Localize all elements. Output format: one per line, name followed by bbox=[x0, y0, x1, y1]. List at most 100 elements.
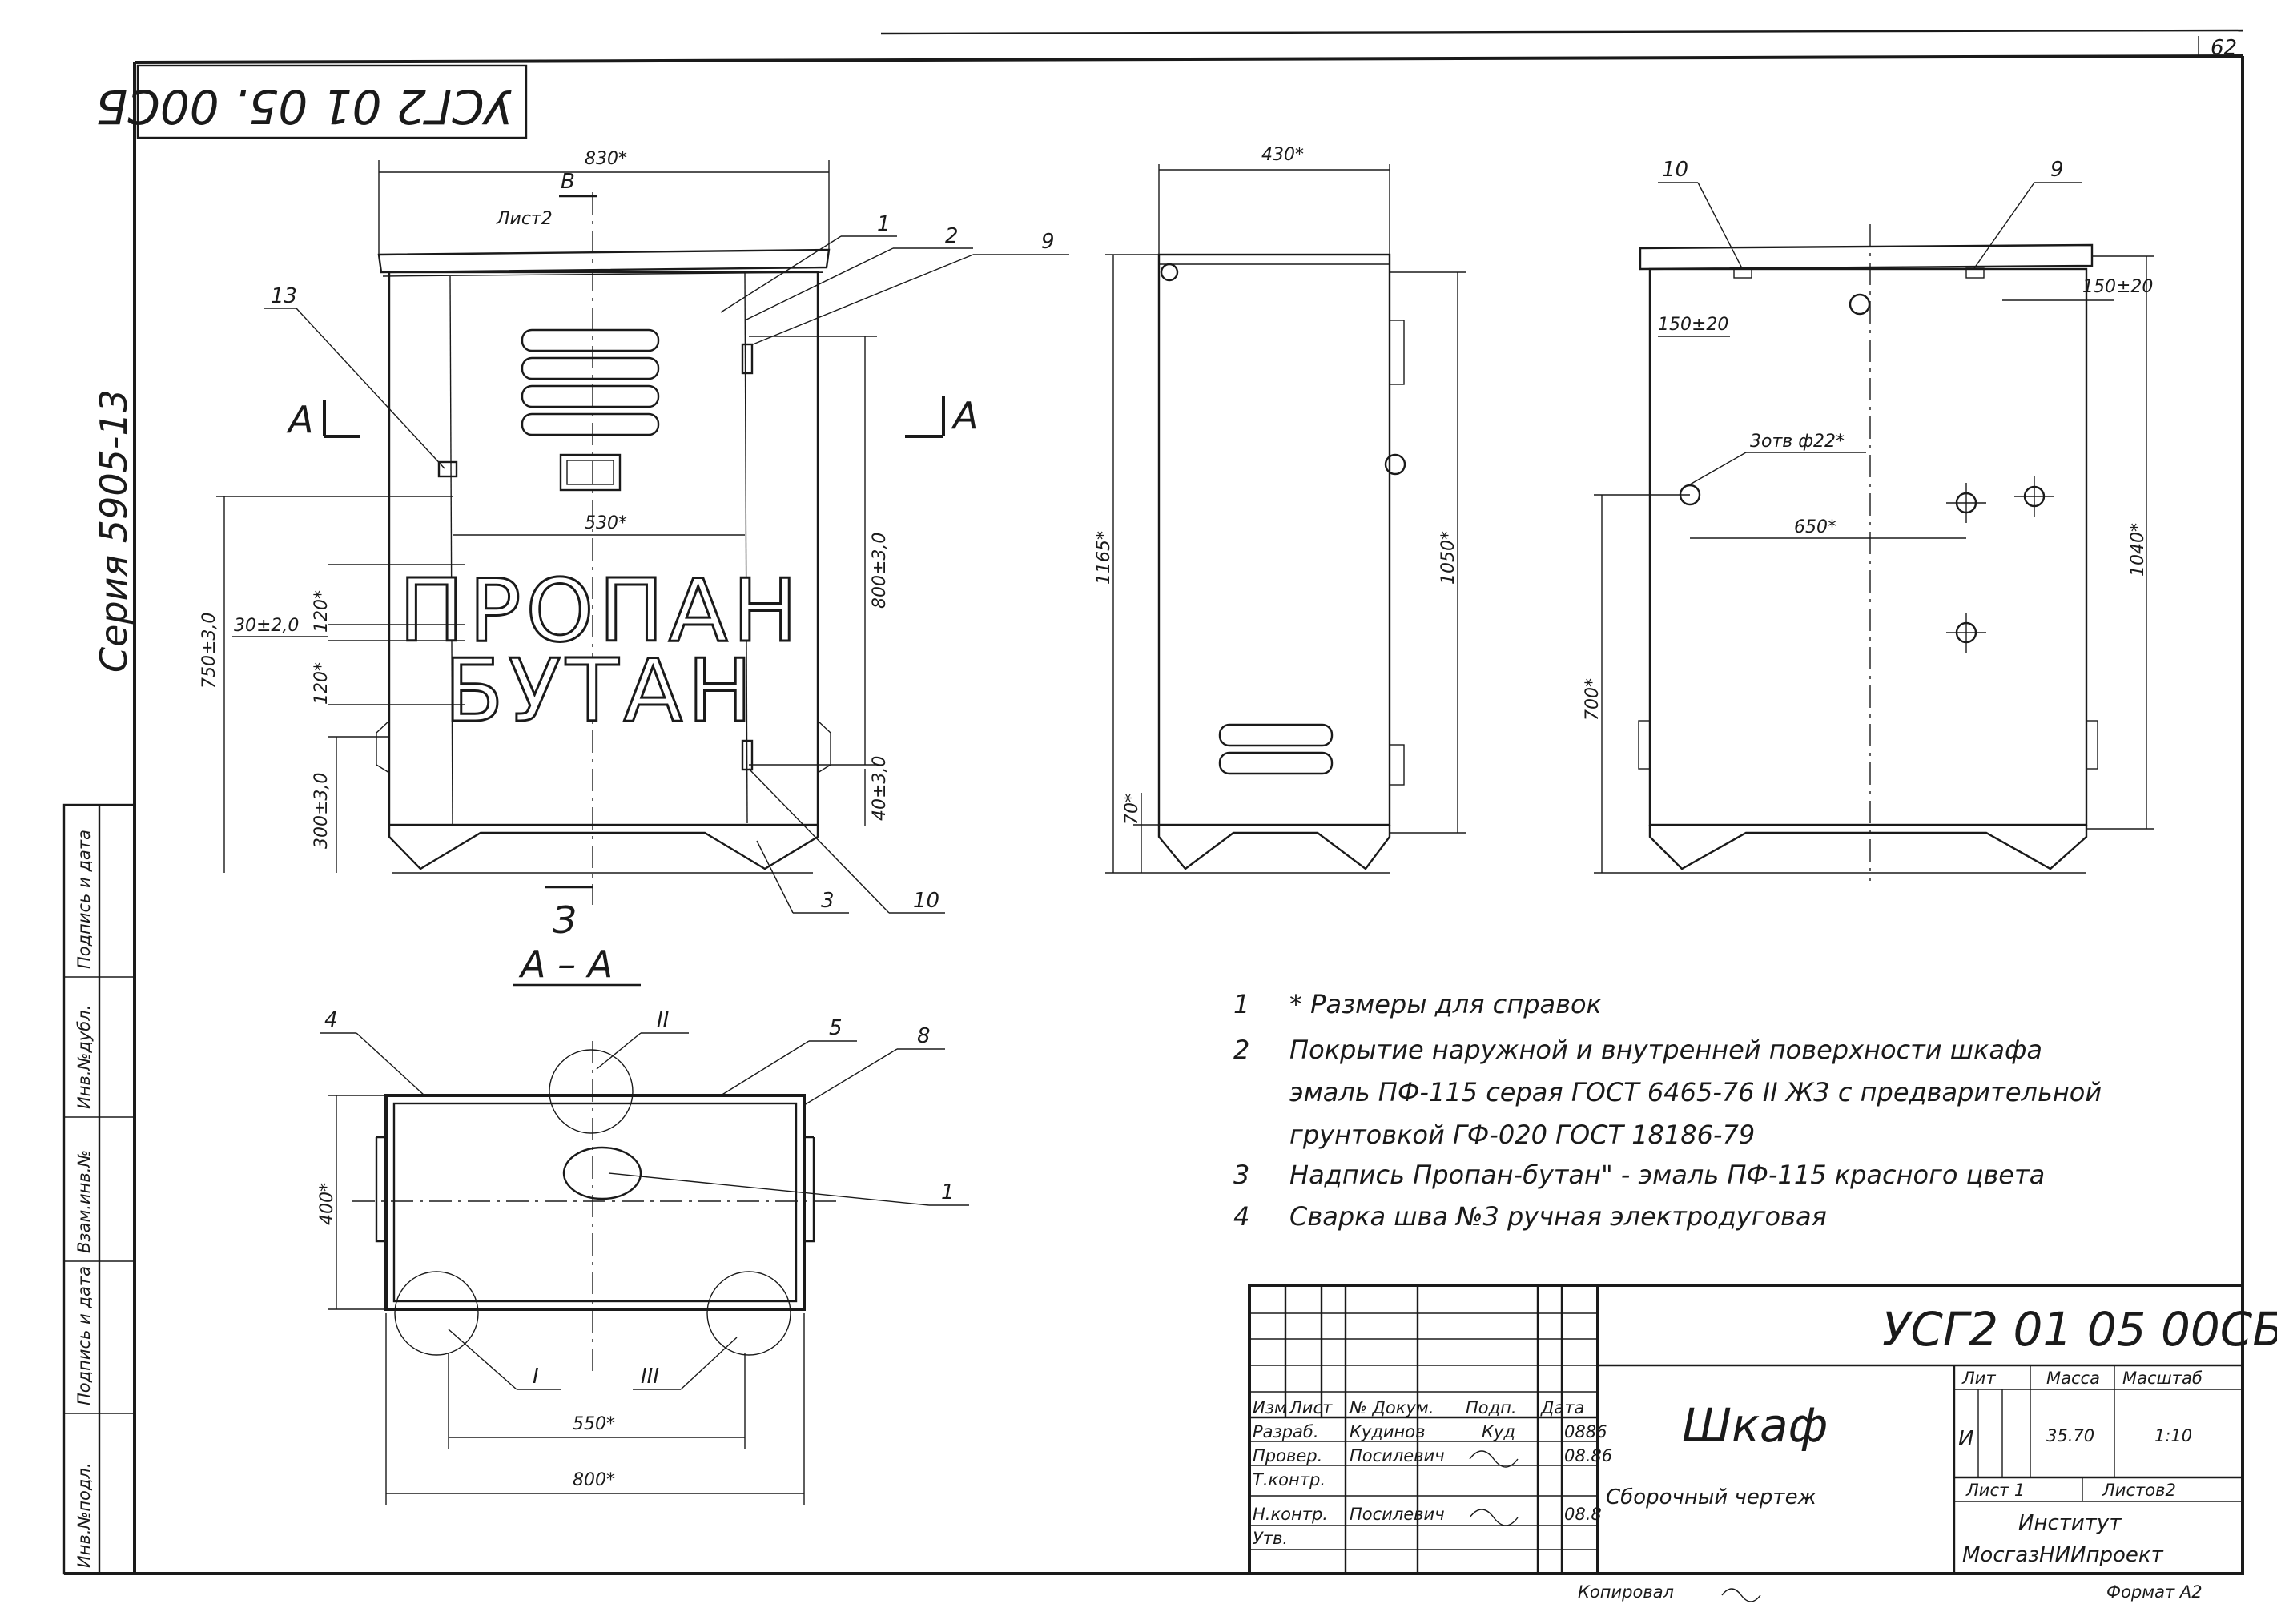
side-col-4: Инв.№дубл. bbox=[74, 1005, 94, 1109]
tb-sheet: Лист 1 bbox=[1965, 1481, 2025, 1500]
side-col-1: Инв.№подл. bbox=[74, 1462, 94, 1568]
front-hinge-lower bbox=[741, 739, 754, 771]
dim-front-h-door-bottom: 40±3,0 bbox=[870, 756, 890, 821]
tb-org-2: МосгазНИИпроект bbox=[1962, 1543, 2164, 1567]
letters-propan: ПРОПАН bbox=[399, 561, 803, 661]
callout-section-5: 5 bbox=[829, 1016, 843, 1040]
tb-date-0: 0886 bbox=[1564, 1422, 1607, 1441]
tb-role-2: Т.контр. bbox=[1253, 1470, 1326, 1489]
tb-role-3: Н.контр. bbox=[1253, 1505, 1328, 1524]
letters-butan: БУТАН bbox=[445, 641, 758, 742]
tb-h-sign: Подп. bbox=[1466, 1398, 1517, 1417]
dim-back-h-low: 700* bbox=[1583, 678, 1603, 721]
dim-side-h-body: 1050* bbox=[1438, 531, 1458, 585]
side-view: 430* 1165* 1050* 70* bbox=[1094, 145, 1466, 874]
dim-front-h-left: 750±3,0 bbox=[199, 613, 219, 689]
tb-lit: И bbox=[1958, 1427, 1973, 1451]
section-a-right: А bbox=[951, 394, 978, 437]
tb-role-0: Разраб. bbox=[1253, 1422, 1319, 1441]
callout-front-9: 9 bbox=[1041, 230, 1055, 254]
tb-lit-header: Лит bbox=[1961, 1369, 1996, 1388]
side-columns: Инв.№подл. Подпись и дата Взам.инв.№ Инв… bbox=[62, 803, 136, 1575]
callout-front-10: 10 bbox=[913, 889, 939, 913]
tb-date-1: 08.86 bbox=[1564, 1446, 1612, 1465]
dim-side-h-foot: 70* bbox=[1122, 794, 1142, 825]
tb-h-date: Дата bbox=[1540, 1398, 1584, 1417]
callout-back-10: 10 bbox=[1662, 158, 1688, 182]
front-view: ПРОПАН БУТАН 830* В Лист2 530* 800±3,0 4… bbox=[199, 149, 1069, 942]
tb-sheets: Листов2 bbox=[2102, 1481, 2176, 1500]
tb-signature-1 bbox=[1469, 1450, 1519, 1468]
dim-back-span: 650* bbox=[1794, 517, 1836, 537]
note-2-line3: грунтовкой ГФ-020 ГОСТ 18186-79 bbox=[1289, 1120, 1755, 1150]
callout-front-1: 1 bbox=[877, 212, 891, 236]
note-3-text: Надпись Пропан-бутан" - эмаль ПФ-115 кра… bbox=[1289, 1160, 2045, 1190]
top-code-text: УСГ2 01 05. 00СБ bbox=[96, 79, 513, 134]
tb-doc-type: Сборочный чертеж bbox=[1606, 1485, 1817, 1509]
side-col-3: Взам.инв.№ bbox=[74, 1150, 94, 1253]
side-col-2: Подпись и дата bbox=[74, 1266, 94, 1405]
dim-back-offset2: 150±20 bbox=[2082, 277, 2153, 297]
note-1-text: * Размеры для справок bbox=[1289, 989, 1603, 1019]
series-text: Серия 5905-13 bbox=[92, 389, 135, 673]
front-louvers bbox=[521, 328, 660, 436]
callout-section-1: 1 bbox=[941, 1180, 955, 1204]
page-number: 62 bbox=[2211, 36, 2237, 60]
dim-front-h-bottom: 300±3,0 bbox=[312, 773, 332, 849]
dim-side-depth: 430* bbox=[1261, 145, 1304, 165]
dim-section-depth: 400* bbox=[317, 1183, 337, 1225]
callout-section-2: II bbox=[657, 1008, 669, 1032]
section-title: А – А bbox=[518, 943, 613, 986]
tb-name: Шкаф bbox=[1682, 1398, 1828, 1453]
callout-front-2: 2 bbox=[945, 224, 959, 248]
callout-front-3: 3 bbox=[821, 889, 835, 913]
note-4-num: 4 bbox=[1233, 1201, 1249, 1232]
technical-notes: 1 * Размеры для справок 2 Покрытие наруж… bbox=[1233, 989, 2102, 1232]
dim-back-h-body: 1040* bbox=[2128, 523, 2148, 577]
front-hinge-upper bbox=[741, 343, 754, 375]
note-2-text: Покрытие наружной и внутренней поверхнос… bbox=[1289, 1035, 2042, 1065]
side-louvers bbox=[1218, 723, 1334, 775]
dim-door-width: 530* bbox=[585, 513, 627, 533]
callout-section-I: I bbox=[533, 1365, 539, 1389]
callout-front-13: 13 bbox=[271, 284, 297, 308]
tb-signature-3 bbox=[1469, 1509, 1519, 1526]
tb-org-1: Институт bbox=[2018, 1511, 2122, 1535]
note-4-text: Сварка шва №3 ручная электродуговая bbox=[1289, 1201, 1827, 1232]
note-1-num: 1 bbox=[1233, 989, 1249, 1019]
dim-text-h2: 30±2,0 bbox=[234, 616, 299, 636]
tb-role-1: Провер. bbox=[1253, 1446, 1322, 1465]
note-3-num: 3 bbox=[1233, 1160, 1249, 1190]
dim-front-h-top: 800±3,0 bbox=[870, 533, 890, 609]
front-lock bbox=[437, 460, 458, 478]
dim-side-h-total: 1165* bbox=[1094, 531, 1114, 585]
back-view: 650* 3отв ф22* 150±20 150±20 1040* 700* … bbox=[1583, 158, 2154, 881]
tb-h-izm: Изм bbox=[1253, 1398, 1287, 1417]
callout-back-9: 9 bbox=[2050, 158, 2064, 182]
tb-mass-header: Масса bbox=[2046, 1369, 2100, 1388]
dim-text-h3: 120* bbox=[312, 662, 332, 705]
tb-name-0: Кудинов bbox=[1350, 1422, 1425, 1441]
tb-h-doc: № Докум. bbox=[1349, 1398, 1434, 1417]
section-a-left: А bbox=[286, 398, 313, 441]
section-sheet: Лист2 bbox=[496, 209, 553, 229]
tb-role-4: Утв. bbox=[1253, 1529, 1288, 1548]
side-col-5: Подпись и дата bbox=[74, 830, 94, 969]
dim-section-width: 800* bbox=[573, 1470, 615, 1490]
note-2-num: 2 bbox=[1233, 1035, 1249, 1065]
section-view: А – А 400* 550* 800* 4 II 5 8 1 I bbox=[317, 943, 969, 1505]
section-mark-z: З bbox=[553, 898, 577, 942]
tb-scale: 1:10 bbox=[2154, 1426, 2192, 1445]
tb-designation: УСГ2 01 05 00СБ bbox=[1882, 1302, 2277, 1357]
footer-copied: Копировал bbox=[1578, 1582, 1674, 1602]
tb-scale-header: Масштаб bbox=[2122, 1369, 2203, 1388]
dim-text-h1: 120* bbox=[312, 590, 332, 633]
front-handle-plate bbox=[559, 453, 622, 492]
tb-name-1: Посилевич bbox=[1350, 1446, 1445, 1465]
dim-section-span: 550* bbox=[573, 1414, 615, 1434]
tb-date-3: 08.8 bbox=[1564, 1505, 1602, 1524]
dim-back-offset1: 150±20 bbox=[1658, 315, 1728, 335]
top-code-stamp: УСГ2 01 05. 00СБ bbox=[96, 64, 528, 139]
footer-signature bbox=[1721, 1588, 1761, 1602]
tb-name-3: Посилевич bbox=[1350, 1505, 1445, 1524]
